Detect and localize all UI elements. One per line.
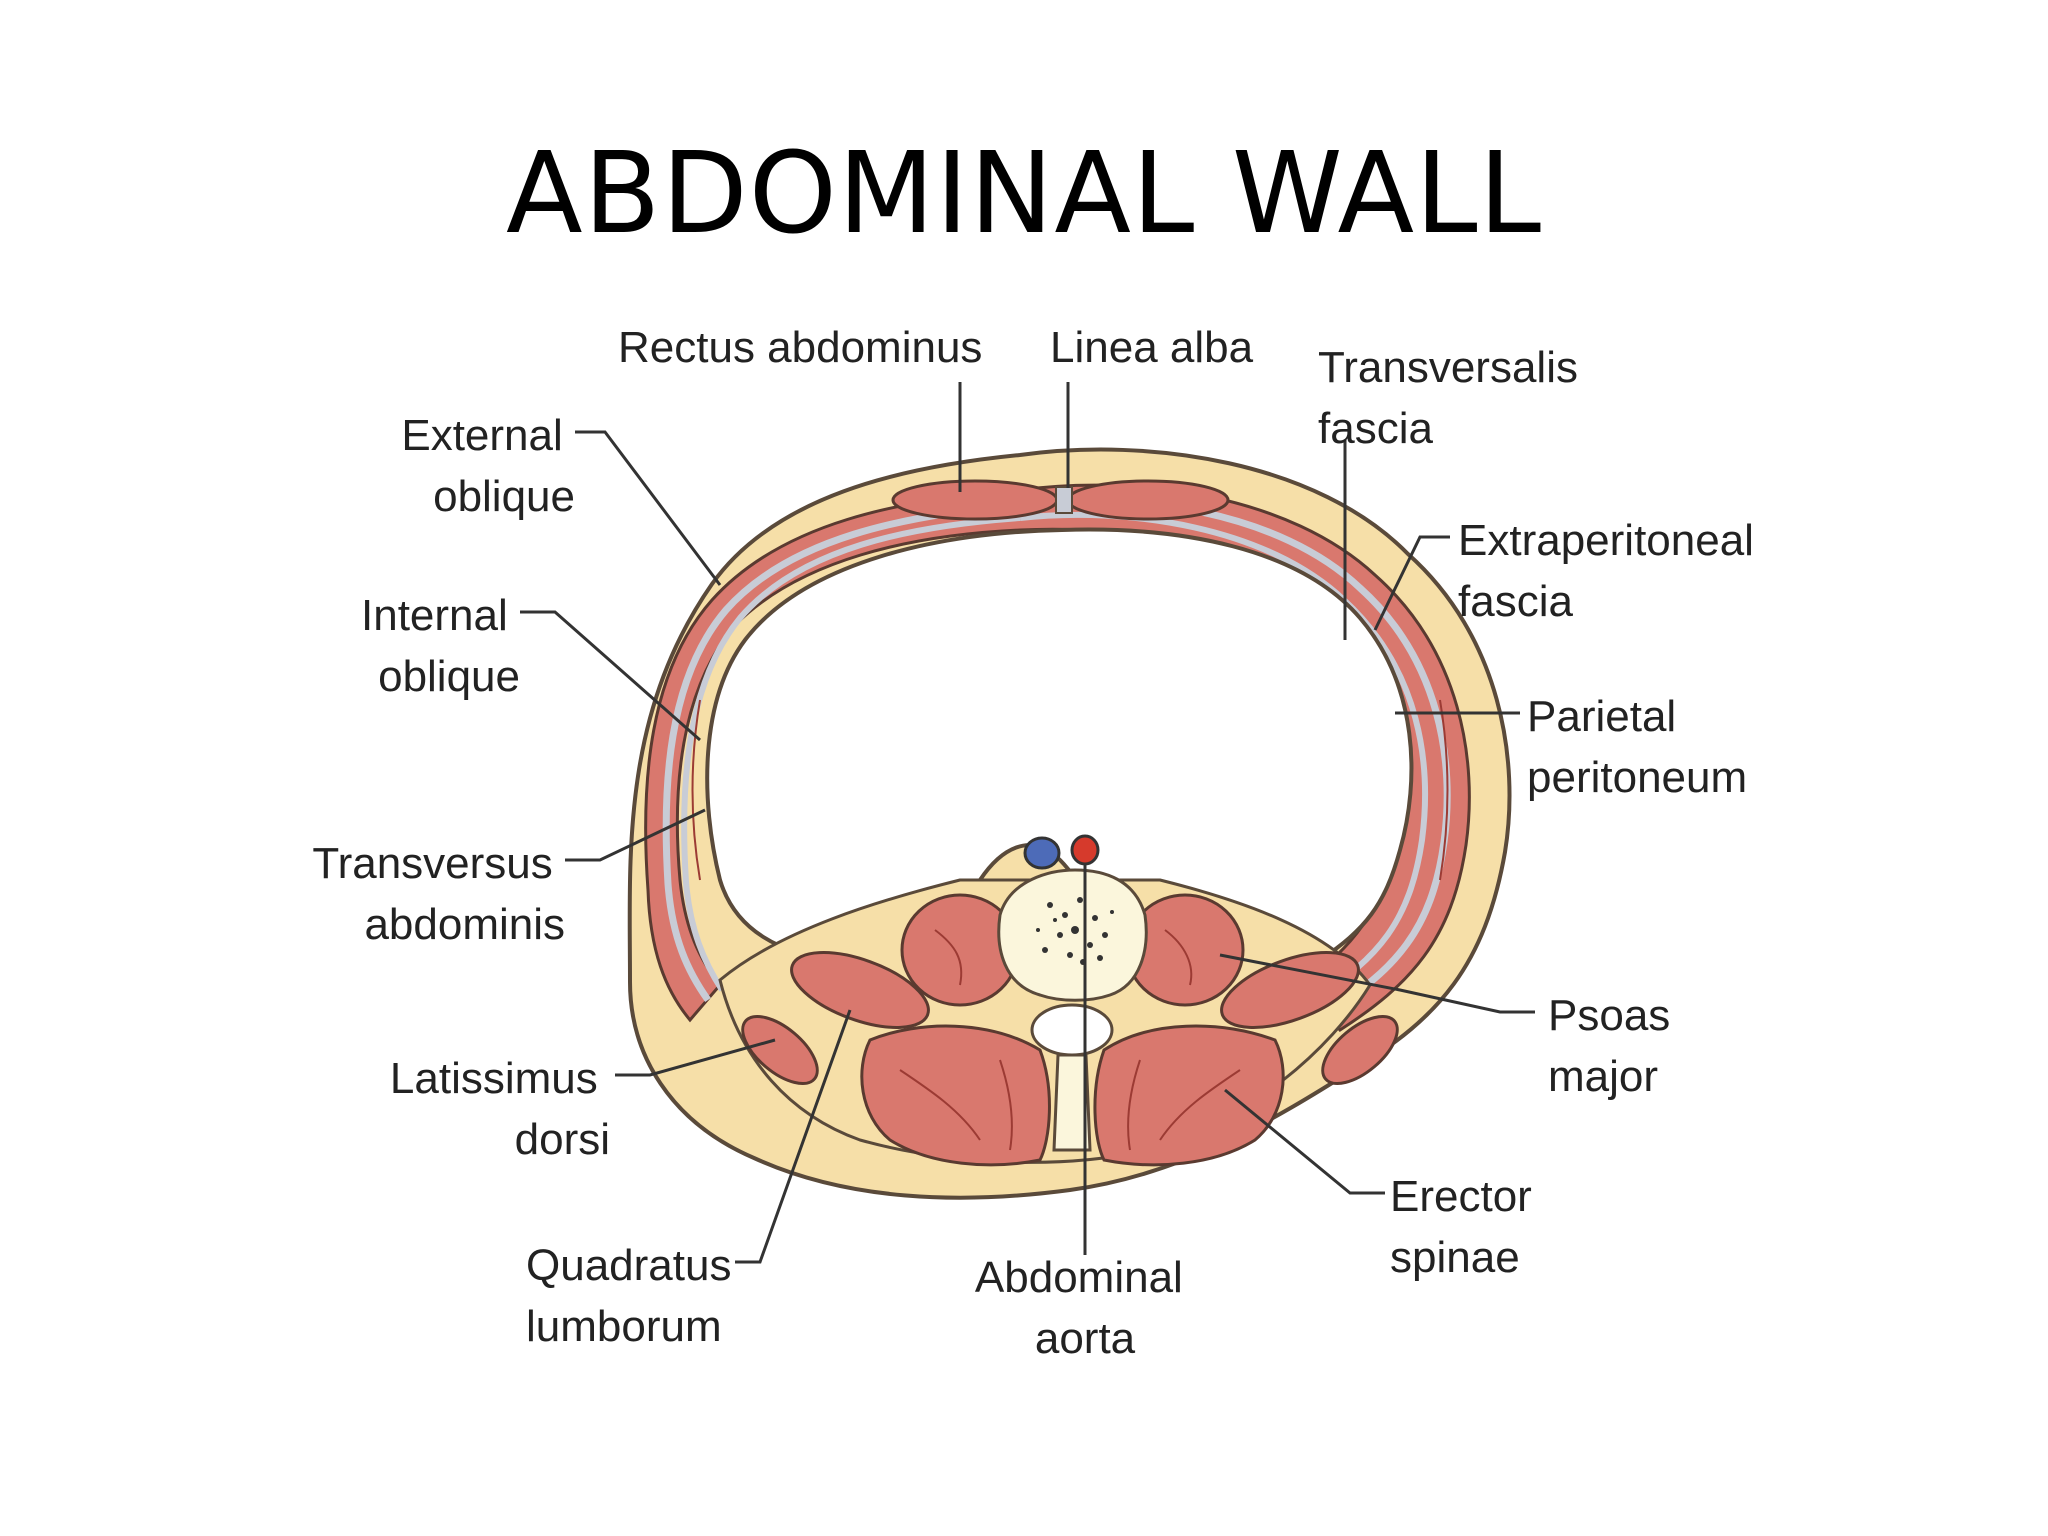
label-linea-alba: Linea alba (1050, 323, 1254, 372)
peritoneal-cavity (705, 527, 1414, 986)
vertebral-body-trabeculae (1036, 897, 1114, 965)
leader-quadratus-lumborum (735, 1009, 852, 1264)
label-internal-oblique: Internal oblique (361, 591, 520, 701)
leader-erector-spinae (1224, 1088, 1385, 1195)
linea-alba (1055, 486, 1073, 514)
spinous-process (1052, 1053, 1092, 1152)
latissimus-dorsi-right (1321, 1015, 1399, 1085)
quadratus-lumborum-right (1220, 951, 1360, 1029)
label-rectus-abdominus: Rectus abdominus (618, 323, 982, 372)
slide-title: ABDOMINAL WALL (506, 129, 1542, 259)
leader-transversus-abdominis (565, 808, 706, 862)
erector-spinae-left (860, 1024, 1051, 1167)
leader-external-oblique (575, 430, 722, 586)
rectus-abdominis-right (1066, 479, 1230, 521)
quadratus-lumborum-left (790, 951, 930, 1029)
leader-extraperitoneal-fascia (1373, 535, 1450, 631)
leader-lines (520, 382, 1535, 1264)
label-quadratus-lumborum: Quadratus lumborum (526, 1241, 744, 1351)
muscle-fibre-detail (691, 699, 1449, 1151)
latissimus-dorsi-left (741, 1015, 819, 1085)
leader-latissimus-dorsi (615, 1038, 776, 1077)
leader-psoas-major (1219, 953, 1535, 1014)
abdominal-aorta-vessel (1070, 834, 1100, 866)
inferior-vena-cava (1023, 836, 1061, 870)
spinal-canal (1030, 1003, 1114, 1057)
label-parietal-peritoneum: Parietal peritoneum (1527, 692, 1747, 802)
label-psoas-major: Psoas major (1548, 991, 1683, 1101)
label-abdominal-aorta: Abdominal aorta (975, 1253, 1195, 1363)
leader-internal-oblique (520, 610, 701, 742)
label-external-oblique: External oblique (401, 411, 575, 521)
label-transversalis-fascia: Transversalis fascia (1318, 343, 1590, 453)
label-latissimus-dorsi: Latissimus dorsi (390, 1054, 610, 1164)
label-extraperitoneal-fascia: Extraperitoneal fascia (1458, 516, 1766, 626)
erector-spinae-right (1093, 1024, 1285, 1167)
vertebral-body (997, 868, 1148, 1002)
label-transversus-abdominis: Transversus abdominis (312, 839, 565, 949)
label-erector-spinae: Erector spinae (1390, 1172, 1544, 1282)
rectus-abdominis-left (891, 479, 1059, 521)
